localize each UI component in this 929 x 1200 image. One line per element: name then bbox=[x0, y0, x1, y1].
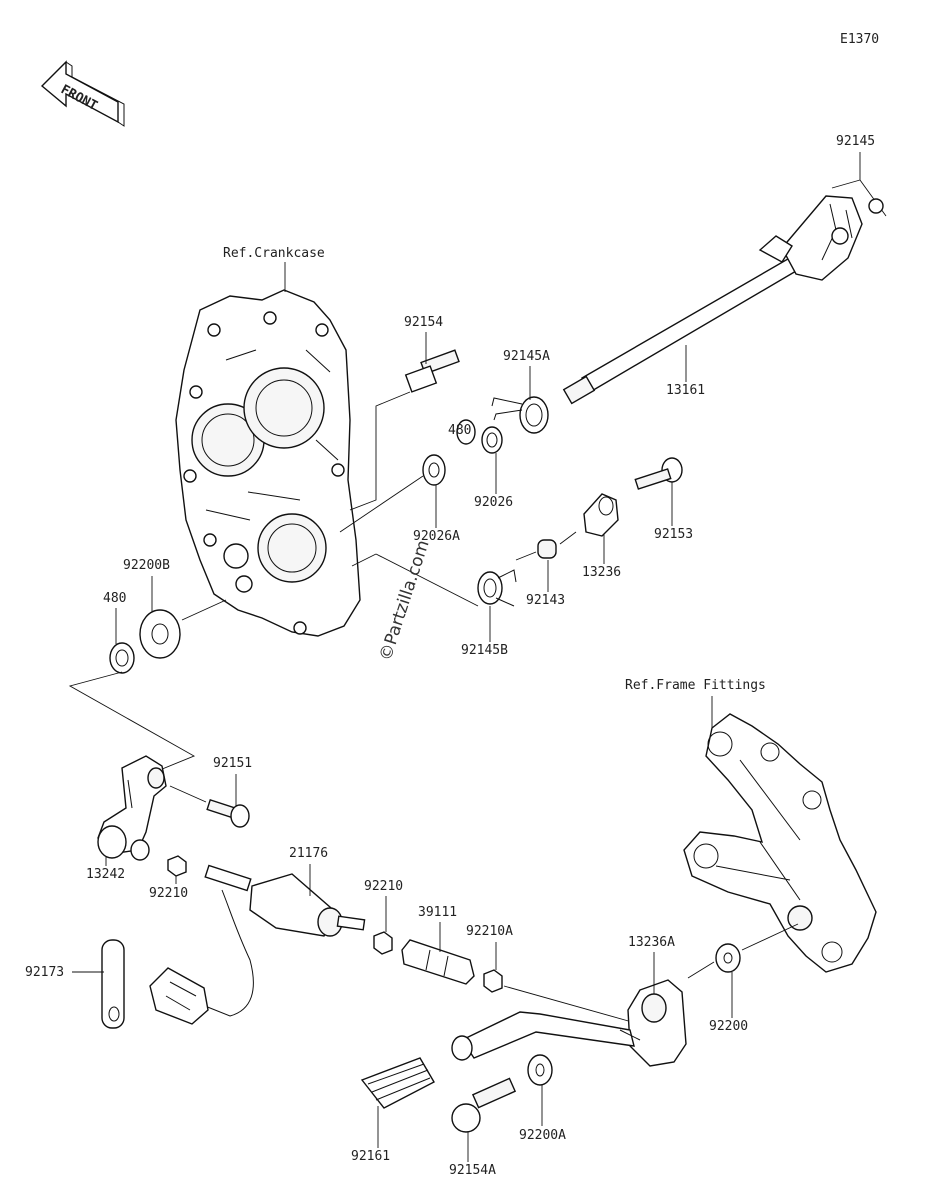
part-92145A-spring bbox=[491, 396, 549, 434]
part-480-top-label: 480 bbox=[448, 423, 471, 438]
diagram-code: E1370 bbox=[840, 32, 879, 47]
part-92173-label: 92173 bbox=[25, 965, 64, 980]
part-92145A-label: 92145A bbox=[503, 349, 550, 364]
part-13236-lever bbox=[583, 493, 619, 537]
part-92026-washer bbox=[481, 426, 503, 454]
part-13242-lever bbox=[97, 755, 167, 861]
part-92200A-washer bbox=[527, 1054, 553, 1086]
part-92151-bolt bbox=[206, 799, 250, 828]
part-92210-mid-label: 92210 bbox=[364, 879, 403, 894]
part-92153-bolt bbox=[634, 457, 683, 490]
part-92161-label: 92161 bbox=[351, 1149, 390, 1164]
part-92143-collar bbox=[537, 539, 557, 559]
part-92173-band bbox=[101, 939, 125, 1029]
part-92200B-label: 92200B bbox=[123, 558, 170, 573]
part-92145-circlip bbox=[868, 198, 884, 214]
part-92210A-nut bbox=[483, 969, 503, 993]
part-13161-label: 13161 bbox=[666, 383, 705, 398]
part-92026-label: 92026 bbox=[474, 495, 513, 510]
part-92210-mid-nut bbox=[373, 931, 393, 955]
part-480-left-label: 480 bbox=[103, 591, 126, 606]
part-92154-bolt bbox=[404, 349, 460, 393]
part-92210-left-label: 92210 bbox=[149, 886, 188, 901]
part-92026A-washer bbox=[422, 454, 446, 486]
part-92210A-label: 92210A bbox=[466, 924, 513, 939]
part-92161-rubber bbox=[360, 1057, 435, 1109]
shift-shaft bbox=[562, 195, 863, 405]
part-92153-label: 92153 bbox=[654, 527, 693, 542]
watermark: ©Partzilla.com bbox=[376, 538, 434, 664]
part-92200B-washer bbox=[139, 609, 181, 659]
part-13242-label: 13242 bbox=[86, 867, 125, 882]
part-13236A-shift-pedal bbox=[451, 979, 687, 1067]
part-39111-label: 39111 bbox=[418, 905, 457, 920]
part-480-left-circlip bbox=[109, 642, 135, 674]
part-480-top-circlip bbox=[456, 419, 476, 445]
part-92200-label: 92200 bbox=[709, 1019, 748, 1034]
part-21176-label: 21176 bbox=[289, 846, 328, 861]
crankcase-cover bbox=[175, 289, 361, 637]
part-92145B-label: 92145B bbox=[461, 643, 508, 658]
part-13236-label: 13236 bbox=[582, 565, 621, 580]
part-21176-sensor bbox=[149, 864, 366, 1025]
part-92151-label: 92151 bbox=[213, 756, 252, 771]
part-92145B-spring bbox=[477, 569, 517, 607]
frame-fitting-bracket bbox=[683, 713, 877, 973]
part-92210-left-nut bbox=[167, 855, 187, 877]
part-92143-label: 92143 bbox=[526, 593, 565, 608]
part-92154A-bolt bbox=[451, 1077, 517, 1133]
ref-frame-fittings-label: Ref.Frame Fittings bbox=[625, 678, 766, 693]
part-92154A-label: 92154A bbox=[449, 1163, 496, 1178]
part-92145-label: 92145 bbox=[836, 134, 875, 149]
part-39111-rod bbox=[401, 939, 475, 985]
part-92200A-label: 92200A bbox=[519, 1128, 566, 1143]
part-92026A-label: 92026A bbox=[413, 529, 460, 544]
part-92200-washer bbox=[715, 943, 741, 973]
part-13236A-label: 13236A bbox=[628, 935, 675, 950]
ref-crankcase-label: Ref.Crankcase bbox=[223, 246, 325, 261]
front-arrow-icon: FRONT bbox=[40, 60, 125, 127]
part-92154-label: 92154 bbox=[404, 315, 443, 330]
